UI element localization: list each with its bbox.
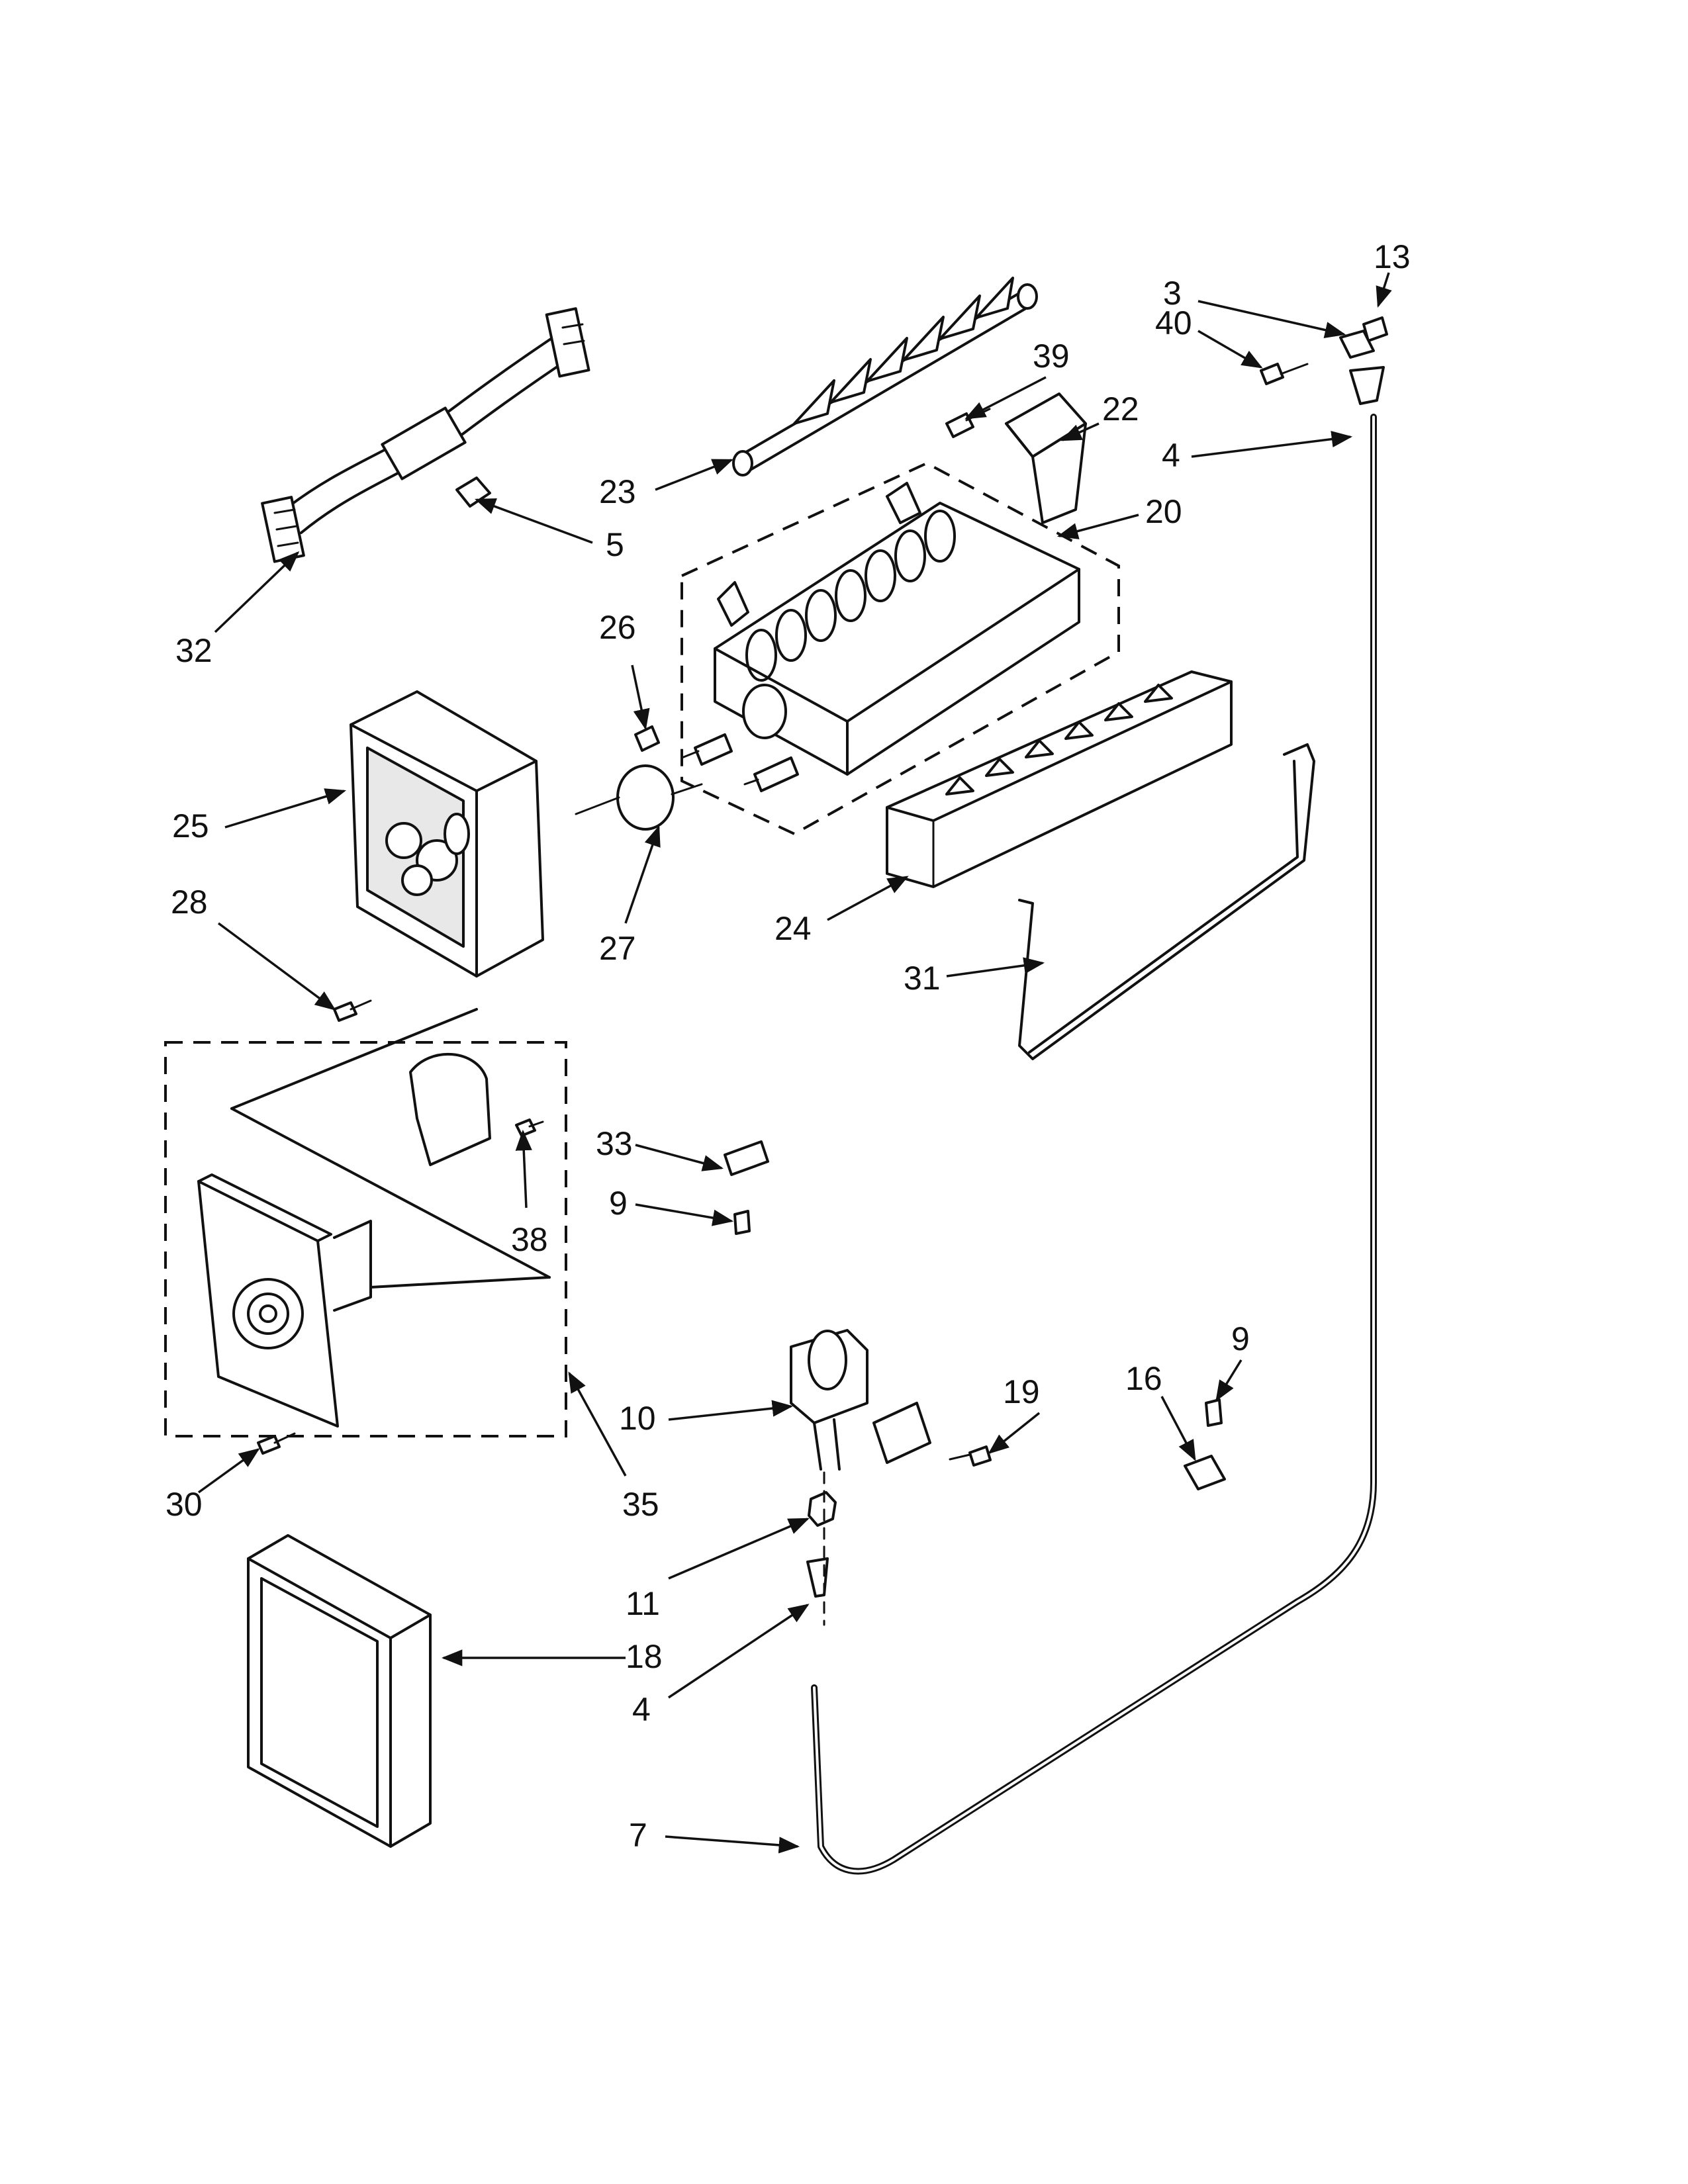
callout-24: 24 [774,910,812,947]
callout-9-lower: 9 [1231,1320,1250,1357]
callout-labels: 13 3 40 22 4 39 23 5 20 32 26 25 28 27 2… [165,238,1411,1854]
callout-31: 31 [904,960,941,997]
part-30-screw [257,1432,296,1455]
callout-39: 39 [1033,338,1070,375]
callout-4-upper: 4 [1162,437,1180,474]
callout-25: 25 [172,807,209,844]
part-16-clamp [1184,1455,1226,1490]
part-11-nut [808,1491,837,1527]
part-28-screw [333,999,372,1022]
part-40-screw [1260,363,1309,385]
callout-38: 38 [511,1221,548,1258]
callout-16: 16 [1125,1360,1162,1397]
part-19-screw [949,1445,992,1467]
callout-7: 7 [629,1817,647,1854]
callout-10: 10 [619,1400,656,1437]
part-20-mold-group [680,461,1120,836]
callout-18: 18 [626,1638,663,1675]
part-26-thermostat [634,725,660,752]
callout-19: 19 [1003,1373,1040,1410]
part-25-housing [350,690,544,978]
callout-30: 30 [165,1486,203,1523]
part-9-screw-lower [1205,1398,1223,1427]
callout-4-lower: 4 [632,1691,651,1728]
callout-40: 40 [1155,304,1192,341]
callout-32: 32 [175,632,212,669]
part-10-water-valve [790,1329,931,1471]
leader-lines [197,272,1392,1854]
part-4-ferrule-upper [1349,366,1385,405]
callout-13: 13 [1374,238,1411,275]
part-33-clip [724,1140,769,1176]
part-3-clamp [1339,330,1375,359]
callout-11: 11 [626,1585,660,1622]
callout-23: 23 [599,473,636,510]
part-39-screw [945,408,991,438]
callout-28: 28 [171,884,208,921]
callout-35: 35 [622,1486,659,1523]
part-23-ejector [732,277,1038,477]
part-24-stripper [886,670,1233,888]
part-18-cover [247,1534,432,1848]
callout-27: 27 [599,930,636,967]
callout-33: 33 [596,1125,633,1162]
part-9-screw-upper [733,1210,751,1235]
part-7-water-tube [811,414,1377,1875]
part-22-fill-cup [1005,392,1087,524]
part-32-wire-harness [261,307,590,563]
callout-3: 3 [1163,275,1182,312]
callout-26: 26 [599,609,636,646]
callout-22: 22 [1102,390,1139,428]
callout-9-upper: 9 [609,1185,628,1222]
part-27-motor [575,764,703,831]
part-31-shutoff-arm [1018,743,1315,1060]
callout-5: 5 [606,526,624,563]
callout-20: 20 [1145,493,1182,530]
part-35-module-group [164,1008,567,1437]
